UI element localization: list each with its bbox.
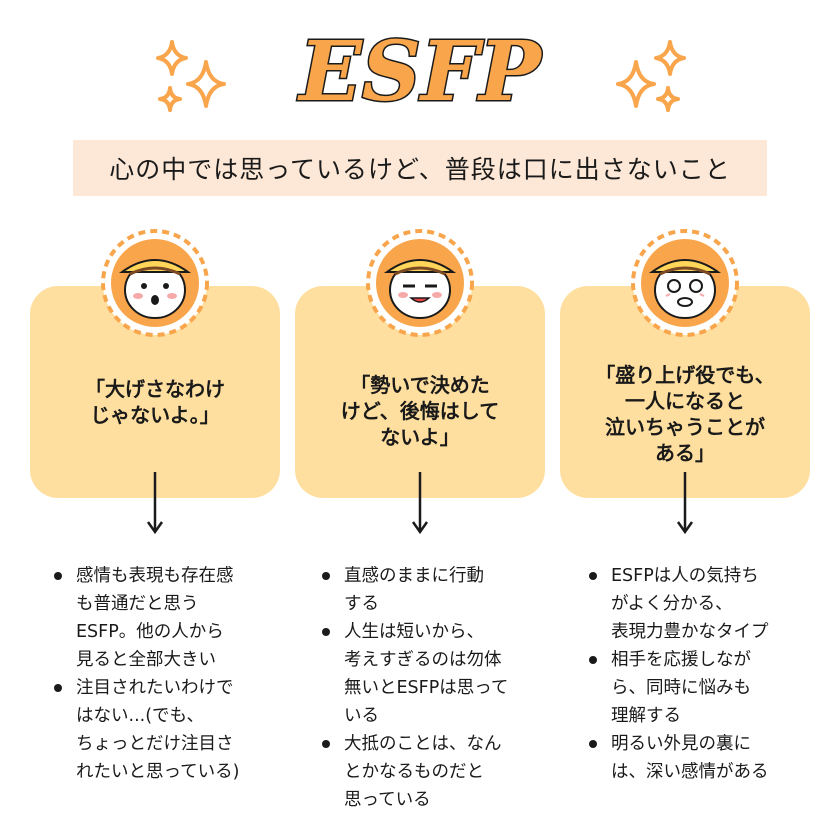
- sparkle-left-icon: [156, 40, 226, 112]
- list-item: 相手を応援しなが ら、同時に悩みも 理解する: [585, 646, 835, 730]
- title-area: ESFP: [0, 22, 840, 122]
- list-item: 注目されたいわけで はない...(でも、 ちょっとだけ注目さ れたいと思っている…: [50, 674, 290, 786]
- bullet-list-3: ESFPは人の気持ち がよく分かる、 表現力豊かなタイプ 相手を応援しなが ら、…: [585, 562, 835, 786]
- list-item: 人生は短いから、 考えすぎるのは勿体 無いとESFPは思って いる: [318, 618, 558, 730]
- arrow-down-icon-3: [676, 472, 694, 535]
- bullet-list-2: 直感のままに行動 する 人生は短いから、 考えすぎるのは勿体 無いとESFPは思…: [318, 562, 558, 814]
- page-title: ESFP: [297, 24, 543, 120]
- list-item: 大抵のことは、なん とかなるものだと 思っている: [318, 730, 558, 814]
- quote-text-2: 「勢いで決めた けど、後悔はして ないよ」: [340, 373, 500, 449]
- arrow-down-icon-1: [146, 472, 164, 535]
- title-graphic: ESFP: [296, 23, 545, 122]
- subtitle-text: 心の中では思っているけど、普段は口に出さないこと: [109, 155, 731, 184]
- smug-face-icon: [366, 229, 474, 337]
- list-item: 明るい外見の裏に は、深い感情がある: [585, 730, 835, 786]
- list-item: 感情も表現も存在感 も普通だと思う ESFP。他の人から 見ると全部大きい: [50, 562, 290, 674]
- surprised-face-icon: [101, 229, 209, 337]
- bullet-list-1: 感情も表現も存在感 も普通だと思う ESFP。他の人から 見ると全部大きい 注目…: [50, 562, 290, 786]
- quote-text-3: 「盛り上げ役でも、 一人になると 泣いちゃうことが ある」: [595, 363, 775, 465]
- shocked-face-icon: [631, 229, 739, 337]
- list-item: ESFPは人の気持ち がよく分かる、 表現力豊かなタイプ: [585, 562, 835, 646]
- sparkle-right-icon: [616, 40, 686, 112]
- quote-text-1: 「大げさなわけ じゃないよ。」: [85, 377, 225, 427]
- subtitle-banner: 心の中では思っているけど、普段は口に出さないこと: [73, 140, 767, 196]
- arrow-down-icon-2: [411, 472, 429, 535]
- list-item: 直感のままに行動 する: [318, 562, 558, 618]
